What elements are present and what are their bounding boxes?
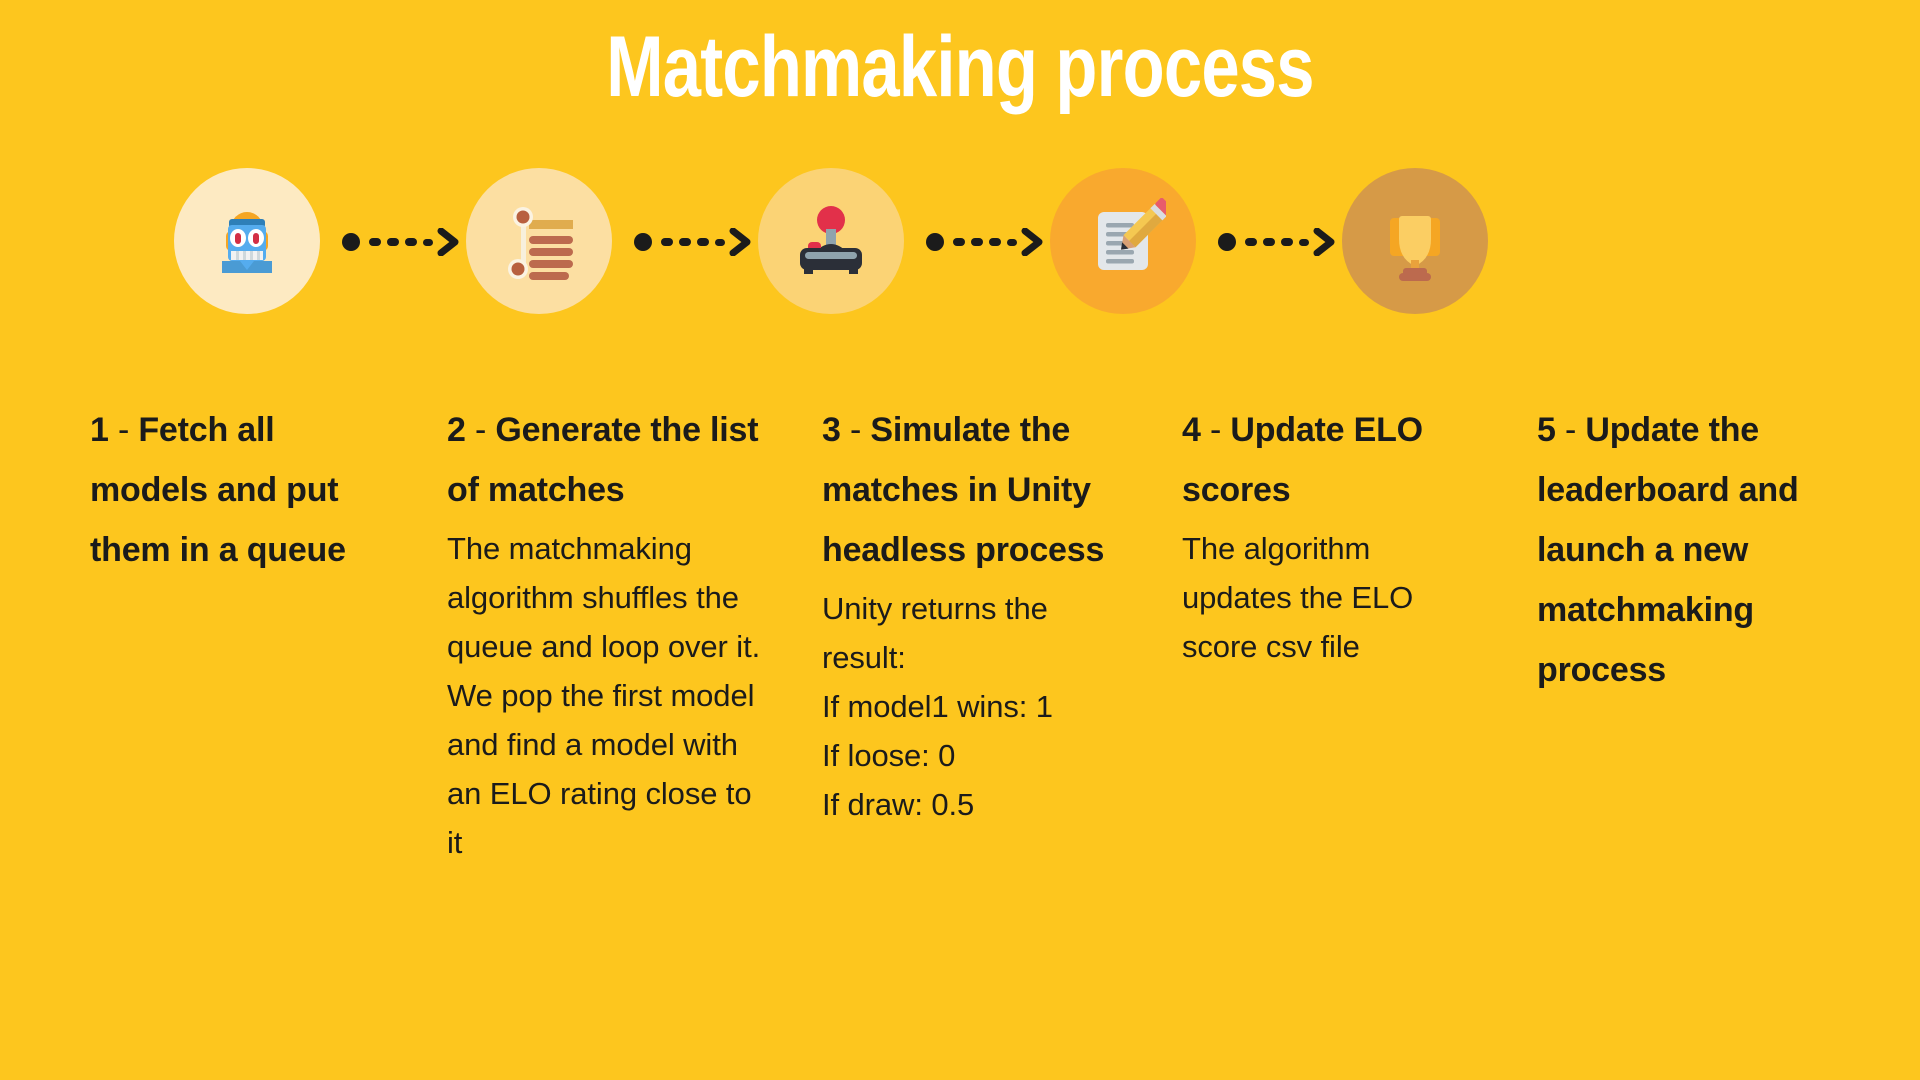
edit-document-icon	[1080, 198, 1166, 284]
step-body-3: Unity returns the result: If model1 wins…	[822, 584, 1122, 829]
step-number-5: 5	[1537, 411, 1556, 449]
step-heading-text-4: Update ELO scores	[1182, 411, 1423, 509]
step-separator-5: -	[1564, 411, 1577, 449]
flow-arrow-4	[1218, 228, 1340, 256]
step-column-2: 2 - Generate the list of matches The mat…	[447, 400, 767, 867]
step-heading-3: 3 - Simulate the matches in Unity headle…	[822, 400, 1122, 580]
step-separator-3: -	[849, 411, 862, 449]
step-body-2: The matchmaking algorithm shuffles the q…	[447, 524, 767, 867]
flow-node-2[interactable]	[466, 168, 612, 314]
step-body-line: If model1 wins: 1	[822, 689, 1053, 724]
step-body-line: The algorithm updates the ELO score csv …	[1182, 531, 1414, 664]
process-flow-row	[0, 168, 1920, 318]
step-body-line: We pop the first model and find a model …	[447, 678, 755, 860]
step-heading-2: 2 - Generate the list of matches	[447, 400, 767, 520]
step-number-3: 3	[822, 411, 841, 449]
step-body-line: If draw: 0.5	[822, 787, 975, 822]
flow-node-3[interactable]	[758, 168, 904, 314]
step-separator-2: -	[474, 411, 487, 449]
page-title: Matchmaking process	[606, 19, 1314, 115]
joystick-icon	[788, 198, 874, 284]
flow-node-5[interactable]	[1342, 168, 1488, 314]
step-heading-4: 4 - Update ELO scores	[1182, 400, 1452, 520]
step-body-line: Unity returns the result:	[822, 591, 1048, 675]
match-list-icon	[496, 198, 582, 284]
step-column-4: 4 - Update ELO scores The algorithm upda…	[1182, 400, 1452, 671]
step-body-line: The matchmaking algorithm shuffles the q…	[447, 531, 761, 664]
step-column-1: 1 - Fetch all models and put them in a q…	[90, 400, 400, 584]
step-heading-1: 1 - Fetch all models and put them in a q…	[90, 400, 400, 580]
flow-node-1[interactable]	[174, 168, 320, 314]
robot-icon	[204, 198, 290, 284]
flow-arrow-3	[926, 228, 1048, 256]
step-separator-4: -	[1209, 411, 1222, 449]
trophy-icon	[1372, 198, 1458, 284]
flow-arrow-2	[634, 228, 756, 256]
flow-node-4[interactable]	[1050, 168, 1196, 314]
step-body-4: The algorithm updates the ELO score csv …	[1182, 524, 1452, 671]
step-column-5: 5 - Update the leaderboard and launch a …	[1537, 400, 1837, 704]
step-heading-text-2: Generate the list of matches	[447, 411, 759, 509]
step-number-1: 1	[90, 411, 109, 449]
step-number-4: 4	[1182, 411, 1201, 449]
step-column-3: 3 - Simulate the matches in Unity headle…	[822, 400, 1122, 829]
flow-arrow-1	[342, 228, 464, 256]
step-separator-1: -	[117, 411, 130, 449]
step-heading-text-5: Update the leaderboard and launch a new …	[1537, 411, 1799, 689]
step-body-line: If loose: 0	[822, 738, 956, 773]
step-heading-text-3: Simulate the matches in Unity headless p…	[822, 411, 1105, 569]
step-heading-5: 5 - Update the leaderboard and launch a …	[1537, 400, 1837, 700]
step-heading-text-1: Fetch all models and put them in a queue	[90, 411, 346, 569]
step-number-2: 2	[447, 411, 466, 449]
